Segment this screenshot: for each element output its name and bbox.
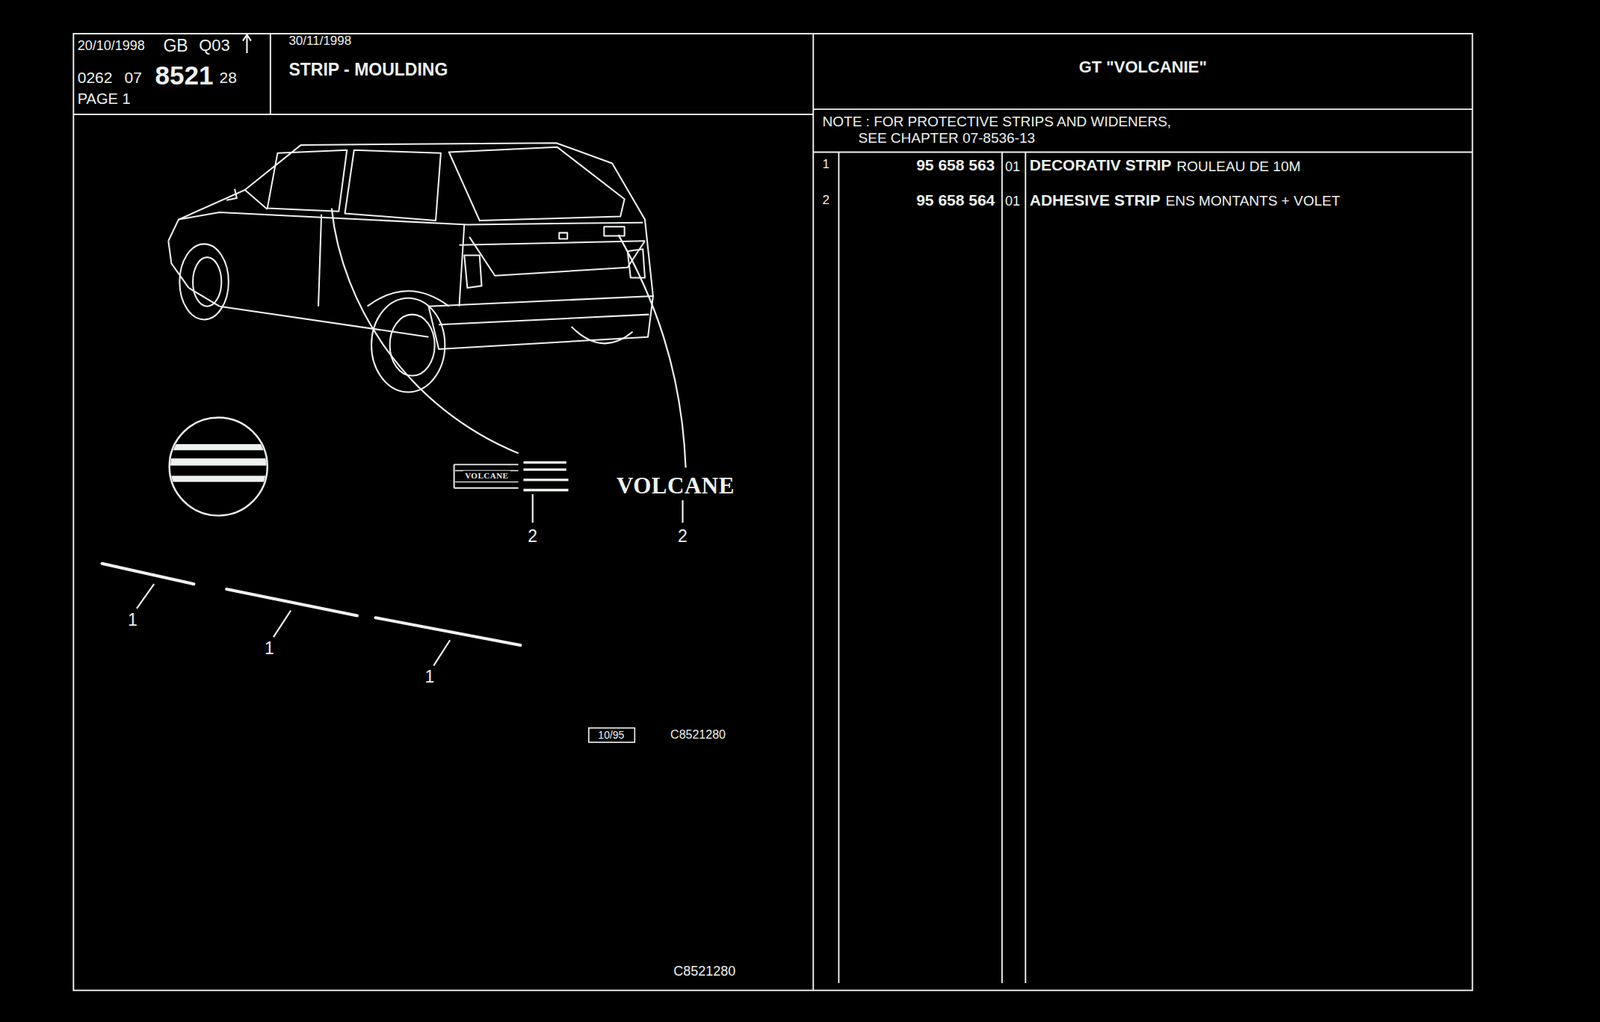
section-number: 8521: [155, 60, 214, 91]
item-number: 2: [822, 192, 830, 208]
callout-number: 1: [424, 666, 435, 687]
revision-code: Q03: [198, 36, 231, 56]
car-illustration: [168, 142, 654, 392]
decorative-strips: [102, 563, 521, 645]
quantity: 01: [1005, 193, 1021, 210]
callout-number: 1: [264, 638, 275, 658]
part-detail: ROULEAU DE 10M: [1177, 158, 1302, 175]
callout-number: 2: [677, 526, 688, 546]
quantity: 01: [1005, 158, 1021, 175]
up-arrow: [242, 34, 252, 54]
part-name: ADHESIVE STRIP: [1029, 191, 1161, 210]
leader-lines: [136, 208, 687, 666]
part-name: DECORATIV STRIP: [1029, 156, 1172, 175]
sheet-number: 28: [219, 68, 237, 87]
section-title: STRIP - MOULDING: [288, 59, 448, 80]
badge-text: VOLCANE: [616, 472, 735, 500]
drawing-ref: C8521280: [670, 727, 726, 742]
chapter-number: 07: [124, 68, 142, 87]
part-detail: ENS MONTANTS + VOLET: [1165, 192, 1341, 210]
part-number: 95 658 564: [916, 191, 995, 210]
part-number: 95 658 563: [916, 156, 995, 175]
drawing-date: 10/95: [597, 728, 625, 741]
page-number: PAGE 1: [77, 90, 131, 108]
callout-number: 2: [527, 526, 538, 546]
callout-number: 1: [127, 609, 138, 630]
language-code: GB: [162, 35, 188, 56]
model-title: GT "VOLCANIE": [1079, 57, 1207, 77]
badge-text: VOLCANE: [463, 470, 510, 481]
catalogue-code: 0262: [77, 68, 113, 87]
date: 30/11/1998: [288, 33, 352, 49]
note-text: NOTE : FOR PROTECTIVE STRIPS AND WIDENER…: [822, 113, 1192, 147]
drawing-ref: C8521280: [673, 962, 736, 979]
date-box: [588, 727, 635, 743]
strip-section-inset: [162, 417, 276, 516]
item-number: 1: [822, 156, 830, 172]
frame-lines: [73, 33, 1473, 991]
badge-stripe: [454, 462, 569, 491]
date: 20/10/1998: [77, 38, 145, 54]
